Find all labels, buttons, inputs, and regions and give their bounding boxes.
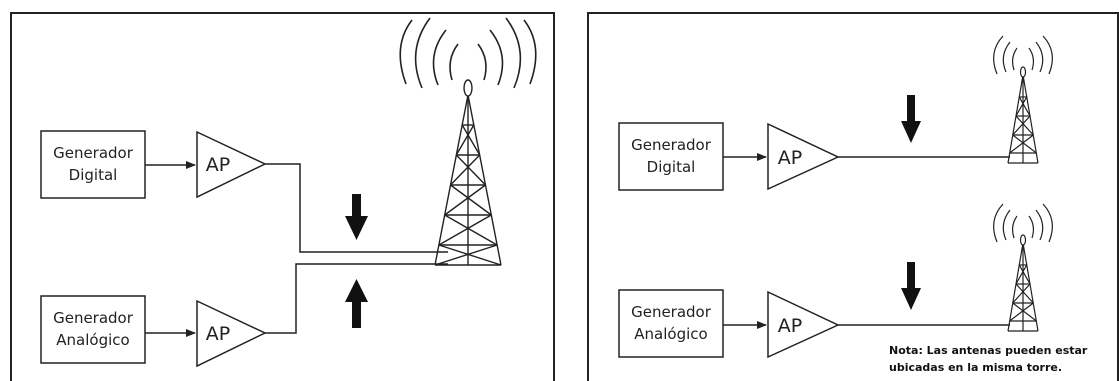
left-amplifier-bottom: AP [196, 299, 267, 368]
left-up-arrow-icon [345, 279, 368, 328]
left-generator-analog-box: Generador Analógico [40, 295, 146, 364]
left-down-arrow-icon [345, 194, 368, 240]
right-top-down-arrow-icon [901, 95, 921, 143]
right-bottom-antenna-tower-icon [1007, 234, 1039, 332]
right-amp-bottom-label: AP [778, 315, 802, 337]
right-generator-digital-box: Generador Digital [618, 122, 724, 191]
left-amp-top-label: AP [206, 154, 230, 176]
left-antenna-tower-icon [434, 79, 502, 266]
right-top-antenna-tower-icon [1007, 66, 1039, 164]
left-digital-feed-line [265, 163, 448, 253]
note-line-2: ubicadas en la misma torre. [889, 361, 1062, 374]
note-line-1: Nota: Las antenas pueden estar [889, 344, 1088, 357]
right-bottom-down-arrow-icon [901, 262, 921, 310]
right-generator-digital-line2: Digital [647, 158, 696, 176]
right-top-signal-waves-icon [993, 35, 1053, 75]
right-bottom-signal-waves-icon [993, 203, 1053, 243]
left-generator-digital-box: Generador Digital [40, 130, 146, 199]
left-generator-analog-line2: Analógico [56, 331, 129, 349]
left-generator-analog-line1: Generador [53, 309, 134, 327]
right-generator-digital-line1: Generador [631, 136, 712, 154]
left-signal-waves-icon [399, 17, 537, 89]
left-generator-digital-line2: Digital [69, 166, 118, 184]
right-generator-analog-line1: Generador [631, 303, 712, 321]
left-amp-bottom-label: AP [206, 323, 230, 345]
right-generator-analog-line2: Analógico [634, 325, 707, 343]
right-amp-top-label: AP [778, 147, 802, 169]
right-generator-analog-box: Generador Analógico [618, 289, 724, 358]
right-amplifier-top: AP [767, 122, 840, 191]
left-analog-feed-line [265, 263, 448, 334]
left-amplifier-top: AP [196, 130, 267, 199]
left-generator-digital-line1: Generador [53, 144, 134, 162]
right-amplifier-bottom: AP [767, 290, 840, 359]
